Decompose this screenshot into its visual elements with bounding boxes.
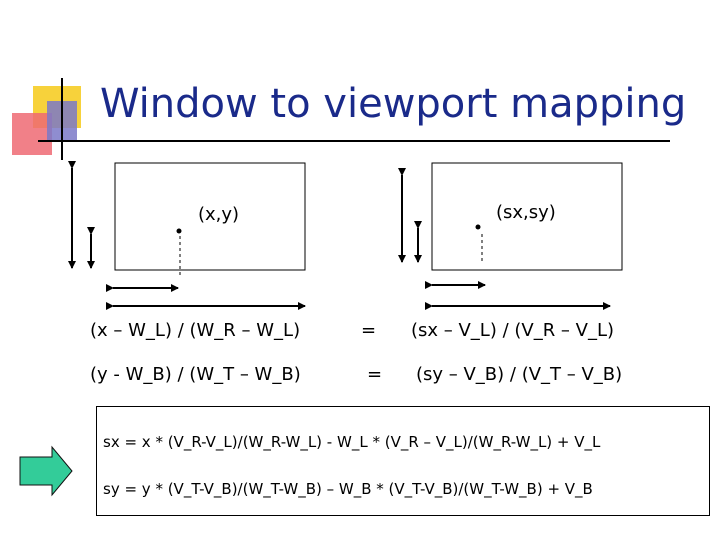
right-arrow-icon [19,445,73,497]
page-title: Window to viewport mapping [100,81,687,127]
equation-y-left: (y - W_B) / (W_T – W_B) [90,364,301,385]
formula-sy: sy = y * (V_T-V_B)/(W_T-W_B) – W_B * (V_… [103,480,593,498]
title-decoration [12,78,670,160]
equation-x-equals: = [361,320,377,341]
window-rectangle [114,162,306,271]
decoration-pink-square [12,113,52,155]
equation-y-equals: = [367,364,383,385]
formula-sx: sx = x * (V_R-V_L)/(W_R-W_L) - W_L * (V_… [103,433,601,451]
viewport-rectangle [431,162,623,271]
viewport-point [475,224,481,230]
window-point-label: (x,y) [198,204,240,225]
viewport-point-label: (sx,sy) [496,202,556,223]
equation-x-right: (sx – V_L) / (V_R – V_L) [411,320,615,341]
equation-y-right: (sy – V_B) / (V_T – V_B) [416,364,623,385]
window-point [176,228,182,234]
equation-x-left: (x – W_L) / (W_R – W_L) [90,320,301,341]
formula-box [96,406,710,516]
